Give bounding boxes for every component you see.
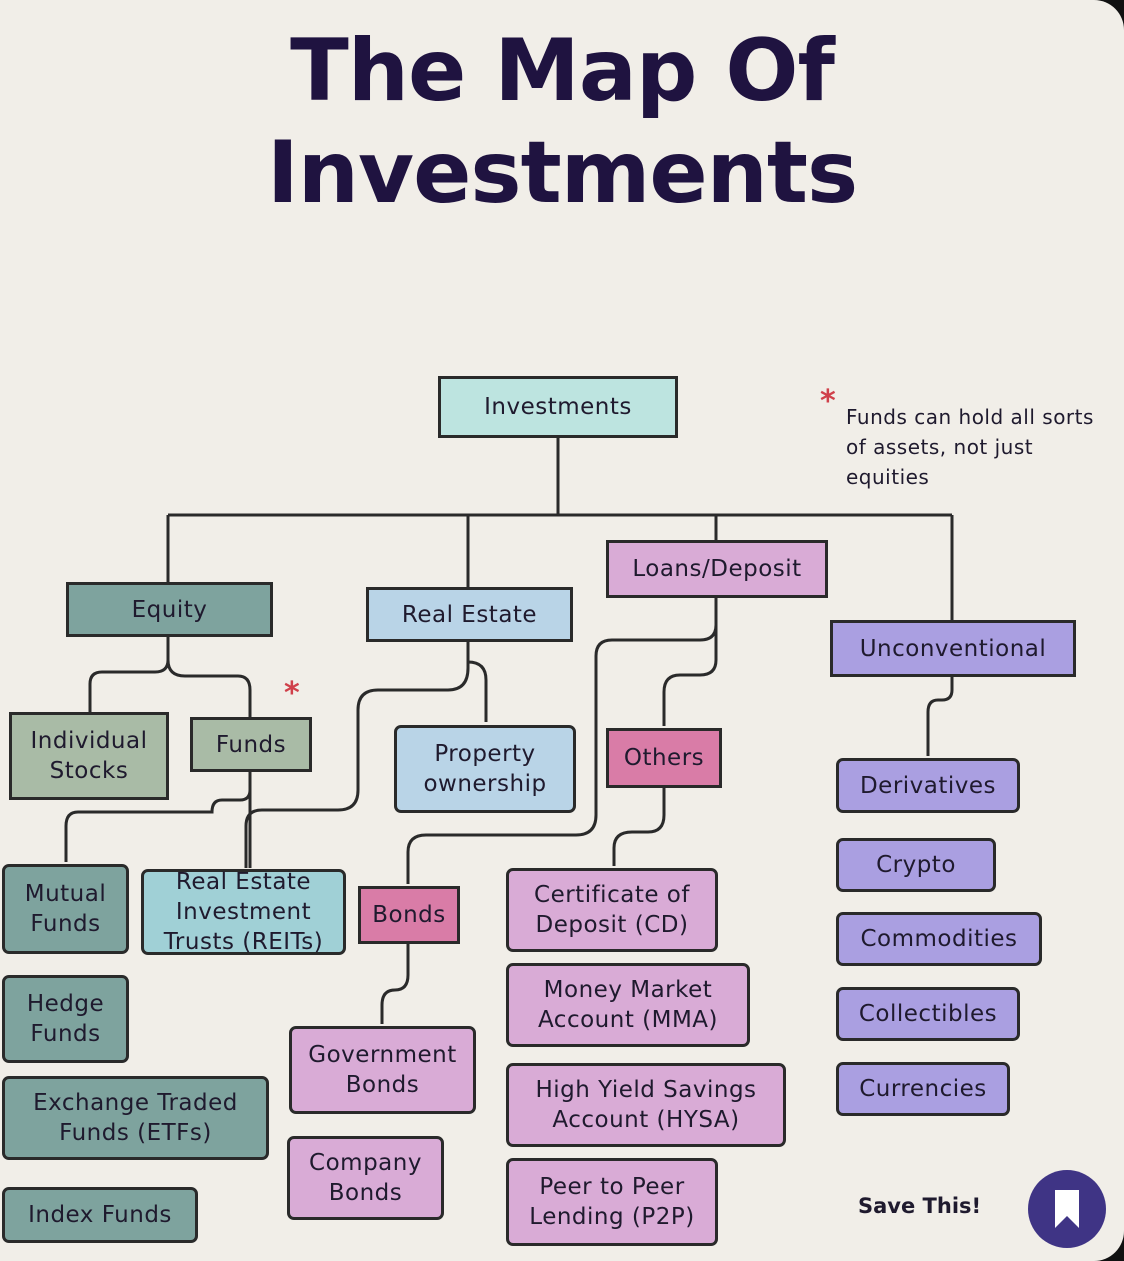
save-label: Save This! <box>858 1194 982 1218</box>
asterisk-icon: * <box>284 676 300 711</box>
node-loans-deposit: Loans/Deposit <box>606 540 828 598</box>
asterisk-icon: * <box>820 384 836 419</box>
node-property-ownership: Property ownership <box>394 725 576 813</box>
node-mma: Money Market Account (MMA) <box>506 963 750 1047</box>
save-button[interactable] <box>1028 1170 1106 1248</box>
node-index-funds: Index Funds <box>2 1187 198 1243</box>
node-currencies: Currencies <box>836 1062 1010 1116</box>
node-individual-stocks: Individual Stocks <box>9 712 169 800</box>
node-investments: Investments <box>438 376 678 438</box>
node-mutual-funds: Mutual Funds <box>2 864 129 954</box>
node-others: Others <box>606 728 722 788</box>
node-p2p: Peer to Peer Lending (P2P) <box>506 1158 718 1246</box>
node-hysa: High Yield Savings Account (HYSA) <box>506 1063 786 1147</box>
node-etfs: Exchange Traded Funds (ETFs) <box>2 1076 269 1160</box>
node-hedge-funds: Hedge Funds <box>2 975 129 1063</box>
node-government-bonds: Government Bonds <box>289 1026 476 1114</box>
node-cd: Certificate of Deposit (CD) <box>506 868 718 952</box>
bookmark-icon <box>1055 1190 1079 1228</box>
node-company-bonds: Company Bonds <box>287 1136 444 1220</box>
node-real-estate: Real Estate <box>366 587 573 642</box>
node-unconventional: Unconventional <box>830 620 1076 677</box>
node-commodities: Commodities <box>836 912 1042 966</box>
node-crypto: Crypto <box>836 838 996 892</box>
node-funds: Funds <box>190 717 312 772</box>
node-bonds: Bonds <box>358 886 460 944</box>
node-reits: Real Estate Investment Trusts (REITs) <box>141 869 346 955</box>
node-derivatives: Derivatives <box>836 758 1020 813</box>
page-title: The Map Of Investments <box>266 21 858 223</box>
node-equity: Equity <box>66 582 273 637</box>
footnote: Funds can hold all sorts of assets, not … <box>846 405 1094 489</box>
node-collectibles: Collectibles <box>836 987 1020 1041</box>
